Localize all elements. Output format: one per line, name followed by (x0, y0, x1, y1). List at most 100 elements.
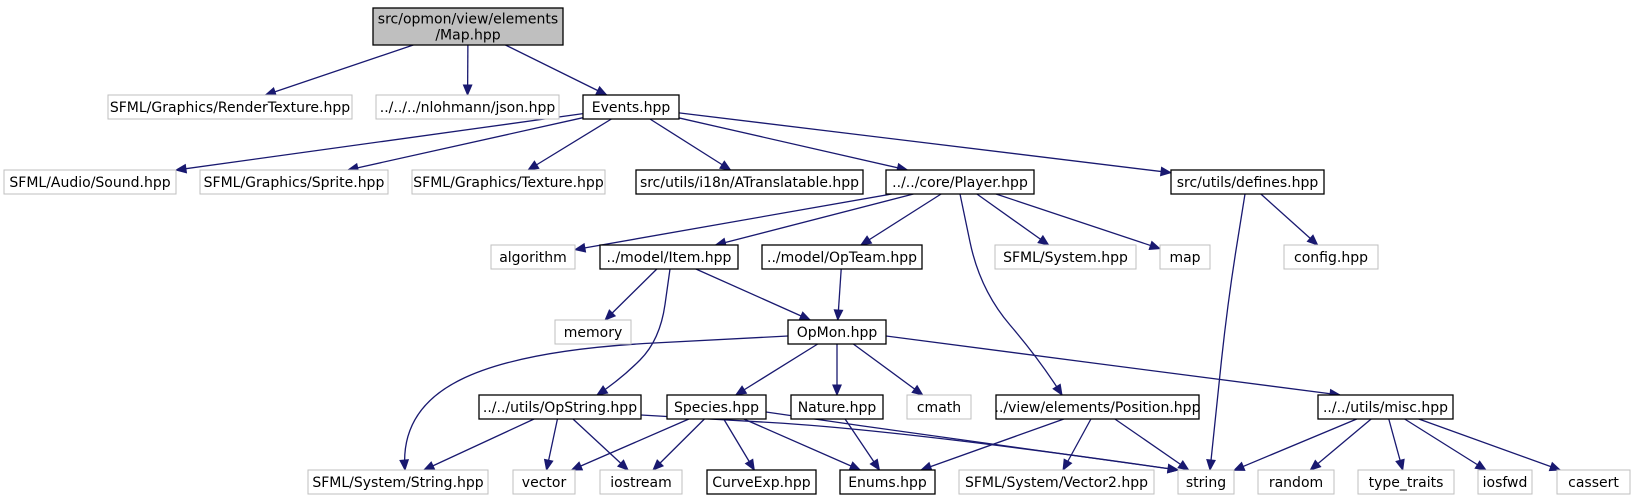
node-opteam[interactable]: ../model/OpTeam.hpp (761, 244, 923, 270)
node-box (790, 394, 884, 420)
node-enums[interactable]: Enums.hpp (839, 469, 936, 495)
node-opmon[interactable]: OpMon.hpp (787, 319, 887, 345)
arrow-head (744, 458, 755, 472)
arrow-head (1052, 383, 1063, 397)
edge-opmon-to-cmath (852, 343, 924, 396)
node-label: cassert (1568, 475, 1619, 491)
node-events[interactable]: Events.hpp (582, 94, 680, 120)
edge-events-to-sound (174, 113, 584, 174)
edge-item-to-opmon (695, 268, 812, 321)
node-box (1477, 469, 1533, 495)
node-label: ../../utils/OpString.hpp (483, 400, 637, 416)
node-rendertex: SFML/Graphics/RenderTexture.hpp (107, 94, 353, 120)
node-box (839, 469, 936, 495)
edge-species-to-iostream (652, 418, 705, 471)
arrow-head (734, 385, 748, 396)
node-species[interactable]: Species.hpp (666, 394, 767, 420)
edge-line (765, 411, 1179, 471)
node-box (787, 319, 887, 345)
edge-line (1233, 418, 1358, 471)
node-player[interactable]: ../../core/Player.hpp (885, 169, 1035, 195)
edge-line (347, 117, 584, 171)
node-memory: memory (554, 319, 632, 345)
edge-line (596, 268, 671, 396)
edge-misc-to-string (1232, 418, 1358, 471)
node-curveexp[interactable]: CurveExp.hpp (706, 469, 817, 495)
node-box (478, 394, 642, 420)
node-box (199, 169, 389, 195)
edge-opmon-to-misc (885, 335, 1342, 399)
node-item[interactable]: ../model/Item.hpp (599, 244, 739, 270)
arrow-head (1309, 459, 1322, 471)
edge-line (715, 193, 914, 246)
node-vector2: SFML/System/Vector2.hpp (958, 469, 1155, 495)
node-box (512, 469, 576, 495)
node-box (599, 244, 739, 270)
arrow-head (616, 459, 629, 471)
node-label: memory (564, 325, 623, 341)
node-box (554, 319, 632, 345)
node-misc[interactable]: ../../utils/misc.hpp (1317, 394, 1454, 420)
edge-line (572, 418, 629, 471)
edge-line (959, 193, 1063, 396)
node-defines[interactable]: src/utils/defines.hpp (1170, 169, 1325, 195)
node-box (994, 244, 1137, 270)
edge-map-to-events (505, 44, 608, 96)
edge-species-to-curveexp (723, 418, 755, 472)
arrow-head (462, 84, 473, 97)
arrow-head (848, 461, 862, 471)
edge-line (735, 343, 819, 396)
node-label: SFML/Graphics/RenderTexture.hpp (110, 100, 350, 116)
arrow-head (174, 163, 188, 174)
node-nature[interactable]: Nature.hpp (790, 394, 884, 420)
node-box (666, 394, 767, 420)
arrow-head (1395, 458, 1405, 472)
edge-species-to-string (765, 411, 1180, 474)
edge-misc-to-iosfwd (1404, 418, 1487, 471)
node-box (906, 394, 972, 420)
node-box (1177, 469, 1235, 495)
edge-item-to-memory (604, 268, 658, 321)
edge-map-to-json (462, 44, 473, 97)
node-atrans[interactable]: src/utils/i18n/ATranslatable.hpp (635, 169, 864, 195)
edge-opteam-to-opmon (833, 268, 844, 322)
node-position[interactable]: ../view/elements/Position.hpp (995, 394, 1201, 420)
edge-line (995, 193, 1161, 250)
edge-player-to-map_std (995, 193, 1162, 251)
edge-opmon-to-nature (832, 344, 842, 397)
node-label: type_traits (1369, 475, 1444, 491)
edge-line (743, 418, 861, 471)
node-random: random (1257, 469, 1335, 495)
node-typetraits: type_traits (1357, 469, 1455, 495)
edge-opstring-to-vector (543, 418, 559, 472)
node-label: string (1186, 475, 1226, 491)
arrow-head (604, 309, 617, 321)
edge-opstring-to-iostream (572, 418, 629, 471)
node-label: iostream (610, 475, 672, 491)
arrow-head (833, 309, 844, 322)
edge-line (571, 418, 690, 471)
node-opstring[interactable]: ../../utils/OpString.hpp (478, 394, 642, 420)
edge-events-to-defines (678, 112, 1173, 177)
arrow-head (1037, 234, 1050, 246)
node-sound: SFML/Audio/Sound.hpp (3, 169, 177, 195)
edges-layer (174, 44, 1562, 474)
edge-line (1418, 418, 1561, 471)
node-label: OpMon.hpp (797, 325, 878, 341)
node-box (411, 169, 606, 195)
edge-misc-to-typetraits (1388, 418, 1405, 472)
arrow-head (595, 85, 608, 96)
node-box (1317, 394, 1454, 420)
node-json: ../../../nlohmann/json.hpp (375, 94, 560, 120)
arrow-head (832, 384, 842, 397)
node-label: SFML/System/Vector2.hpp (965, 475, 1148, 491)
edge-player-to-position (959, 193, 1063, 397)
node-box (372, 7, 564, 46)
node-map[interactable]: src/opmon/view/elements/Map.hpp (372, 7, 564, 46)
node-label: SFML/Audio/Sound.hpp (9, 175, 170, 191)
edge-line (976, 193, 1049, 246)
edge-opmon-to-sfstring (399, 335, 789, 472)
arrow-head (422, 461, 436, 471)
arrow-head (1206, 459, 1216, 472)
